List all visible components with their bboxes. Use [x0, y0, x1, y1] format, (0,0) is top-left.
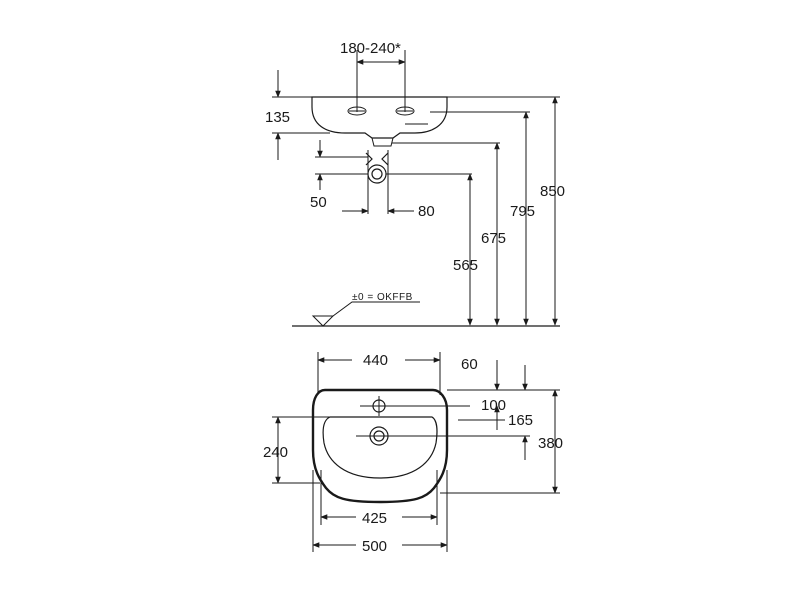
dim-rim-height: 135 [265, 109, 290, 126]
dim-total-width: 500 [362, 538, 387, 555]
basin-top-outline [311, 388, 449, 504]
dim-top-height: 850 [540, 183, 565, 200]
dim-supply-offset: 50 [310, 194, 327, 211]
dim-underside-height: 795 [510, 203, 535, 220]
waste-connection [367, 164, 387, 184]
basin-inner-bowl [322, 416, 438, 479]
dim-inner-width: 425 [362, 510, 387, 527]
floor-symbol [311, 315, 335, 327]
dim-tap-hole-depth: 100 [481, 397, 506, 414]
dim-supply-height: 675 [481, 230, 506, 247]
dim-bowl-width: 440 [363, 352, 388, 369]
side-view: 850 795 675 565 180-240* 135 50 80 ±0 = … [265, 40, 565, 327]
dim-supply-spacing: 80 [418, 203, 435, 220]
waste-outlet [371, 137, 394, 147]
dim-waste-height: 565 [453, 257, 478, 274]
valve-right [381, 152, 389, 166]
dim-total-depth: 380 [538, 435, 563, 452]
dim-waste-depth: 165 [508, 412, 533, 429]
valve-left [365, 152, 373, 166]
dim-bowl-depth: 240 [263, 444, 288, 461]
dim-hole-spacing: 180-240* [340, 40, 401, 57]
dim-tap-hole-offset: 60 [461, 356, 478, 373]
floor-note: ±0 = OKFFB [352, 292, 413, 303]
basin-side-outline [311, 96, 448, 139]
top-view: 440 60 100 165 380 240 425 [263, 352, 563, 555]
